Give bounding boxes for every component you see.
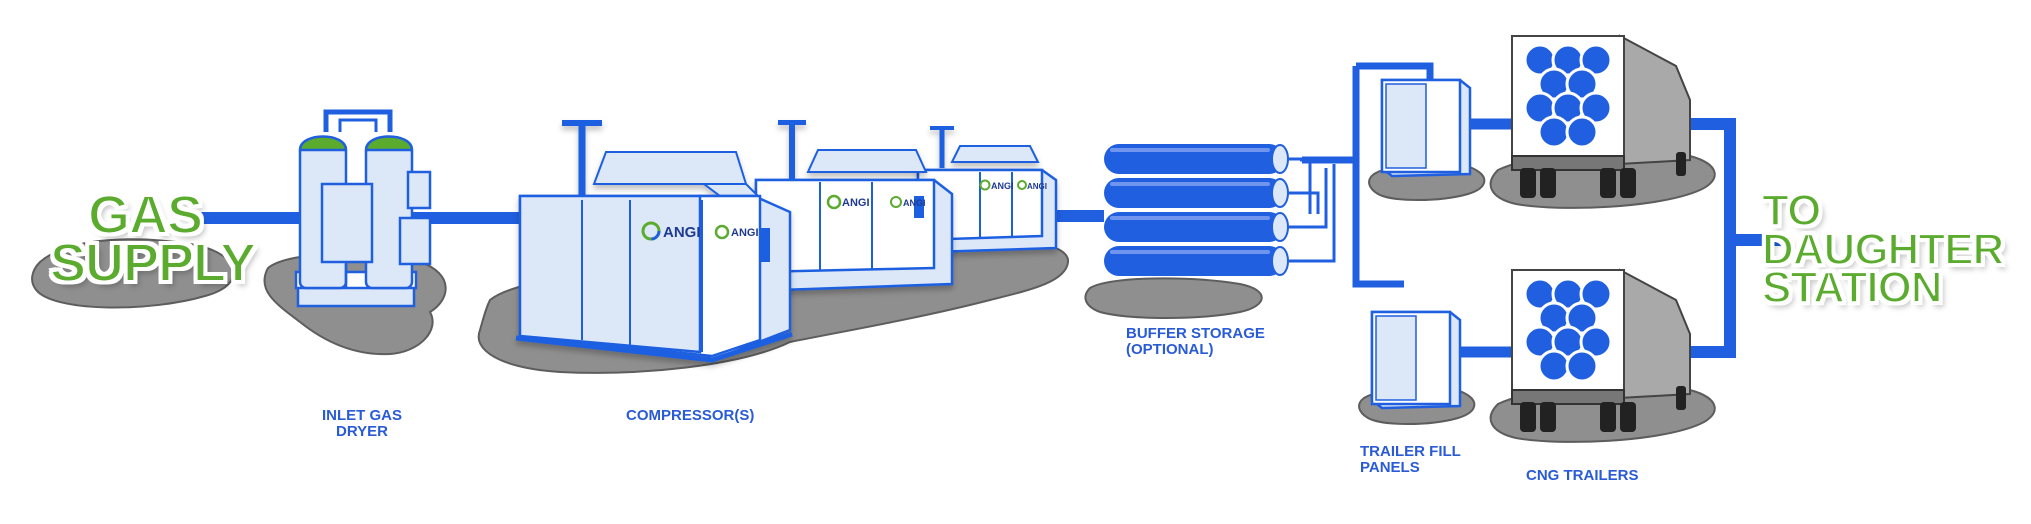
buffer-line-1: BUFFER STORAGE — [1126, 325, 1265, 342]
trailer-fill-panel-top — [1380, 78, 1472, 178]
cng-trailer-bottom — [1511, 268, 1691, 432]
angi-logo-5: ANGI — [979, 179, 1014, 191]
cng-trailers-text: CNG TRAILERS — [1526, 467, 1639, 484]
dryer-cap-right — [364, 135, 414, 152]
dryer-crossover-pipe-2 — [338, 118, 378, 132]
angi-logo-6: ANGI — [1017, 180, 1047, 191]
gas-supply-label: GAS SUPPLY — [49, 185, 257, 293]
inlet-dryer-line-2: DRYER — [336, 422, 388, 440]
buffer-storage-label: BUFFER STORAGE (OPTIONAL) — [1126, 326, 1265, 358]
svg-text:ANGI: ANGI — [991, 181, 1014, 191]
compressor-1 — [515, 120, 793, 363]
svg-text:ANGI: ANGI — [731, 227, 759, 239]
inlet-gas-dryer — [294, 109, 432, 308]
angi-logo-1: ANGI — [641, 221, 701, 241]
buffer-line-2: (OPTIONAL) — [1126, 340, 1214, 358]
trailer-fill-panel-bottom — [1370, 310, 1462, 410]
svg-text:ANGI: ANGI — [1027, 182, 1047, 191]
fill-panels-line-1: TRAILER FILL — [1360, 443, 1461, 460]
cng-trailer-top — [1511, 34, 1691, 198]
gas-supply-ground — [31, 238, 235, 309]
compressor-2 — [754, 120, 954, 292]
gas-supply-line-2: SUPPLY — [49, 232, 257, 293]
dryer-panel-front — [320, 182, 374, 264]
dryer-panel-side-top — [406, 170, 432, 210]
dryer-crossover-pipe — [323, 109, 393, 132]
cng-trailers-label: CNG TRAILERS — [1526, 468, 1639, 484]
to-daughter-line-2: DAUGHTER — [1761, 224, 2005, 274]
angi-logo-text: ANGI — [663, 224, 701, 241]
compressors-label: COMPRESSOR(S) — [626, 408, 754, 424]
to-daughter-line-3: STATION — [1761, 263, 1944, 313]
dryer-panel-side-bottom — [398, 216, 432, 266]
svg-text:ANGI: ANGI — [842, 197, 870, 209]
angi-logo-4: ANGI — [890, 196, 926, 208]
angi-logo-2: ANGI — [714, 224, 759, 240]
header-top-pipe — [1356, 62, 1434, 82]
trailer-out-top — [1686, 118, 1736, 240]
dryer-cap-left — [298, 135, 348, 152]
to-daughter-station-label: TO DAUGHTER STATION — [1761, 186, 2005, 313]
header-vertical-pipe — [1352, 66, 1404, 288]
inlet-gas-dryer-label: INLET GAS DRYER — [316, 408, 408, 440]
gas-supply-line-1: GAS — [87, 185, 204, 245]
inlet-dryer-line-1: INLET GAS — [321, 407, 402, 424]
fill-panels-line-2: PANELS — [1360, 458, 1420, 476]
buffer-ground — [1084, 277, 1263, 319]
angi-logo-3: ANGI — [826, 194, 870, 210]
svg-text:ANGI: ANGI — [903, 198, 926, 208]
trailer-fill-panels-label: TRAILER FILL PANELS — [1360, 444, 1461, 476]
buffer-storage — [1104, 144, 1356, 276]
to-daughter-line-1: TO — [1761, 186, 1822, 235]
trailer-out-bottom — [1686, 240, 1736, 358]
compressors-text: COMPRESSOR(S) — [626, 407, 755, 424]
